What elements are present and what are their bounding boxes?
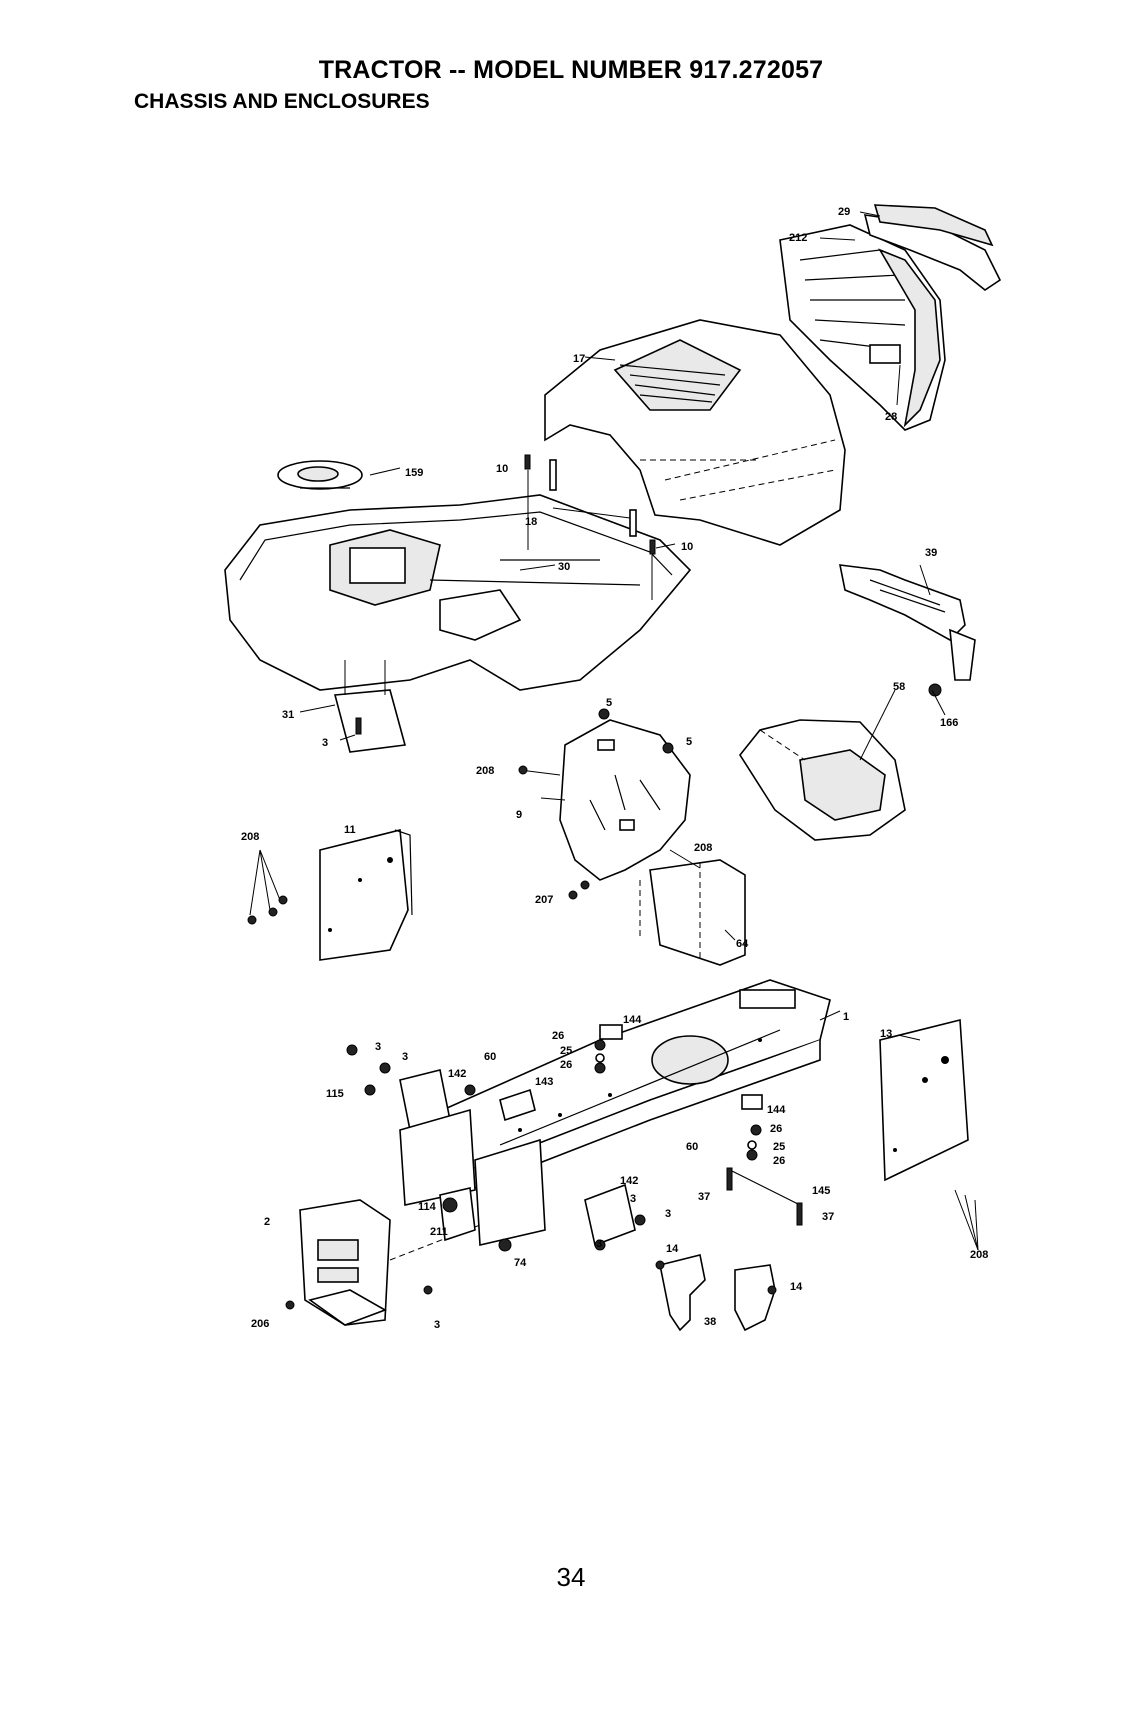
part-label-25b: 25 xyxy=(773,1141,785,1153)
part-label-37a: 37 xyxy=(698,1191,710,1203)
part-label-60a: 60 xyxy=(484,1051,496,1063)
dash-panel-part xyxy=(519,709,690,880)
part-label-144a: 144 xyxy=(623,1014,642,1026)
part-label-206: 206 xyxy=(251,1318,269,1330)
part-label-14a: 14 xyxy=(666,1243,679,1255)
part-label-208c: 208 xyxy=(241,831,259,843)
bracket-39-part xyxy=(840,565,975,696)
left-side-panel-part xyxy=(248,830,412,960)
part-label-26d: 26 xyxy=(773,1155,785,1167)
hood-part xyxy=(545,320,845,545)
part-label-5a: 5 xyxy=(606,697,612,709)
part-label-31: 31 xyxy=(282,709,294,721)
part-label-28: 28 xyxy=(885,411,897,423)
part-label-208a: 208 xyxy=(476,765,494,777)
part-label-39: 39 xyxy=(925,547,937,559)
part-label-1: 1 xyxy=(843,1011,849,1023)
part-label-60b: 60 xyxy=(686,1141,698,1153)
fender-deck-part xyxy=(225,495,690,690)
part-label-211: 211 xyxy=(430,1226,448,1238)
part-label-10b: 10 xyxy=(681,541,693,553)
part-label-58: 58 xyxy=(893,681,905,693)
page-number: 34 xyxy=(0,1562,1142,1593)
part-label-159: 159 xyxy=(405,467,423,479)
part-label-3b: 3 xyxy=(375,1041,381,1053)
part-label-13: 13 xyxy=(880,1028,892,1040)
part-label-26a: 26 xyxy=(552,1030,564,1042)
part-label-3e: 3 xyxy=(665,1208,671,1220)
part-label-37b: 37 xyxy=(822,1211,834,1223)
part-label-26b: 26 xyxy=(560,1059,572,1071)
part-label-64: 64 xyxy=(736,938,749,950)
part-label-9: 9 xyxy=(516,809,522,821)
part-label-30: 30 xyxy=(558,561,570,573)
part-label-166: 166 xyxy=(940,717,958,729)
part-label-11: 11 xyxy=(344,824,356,836)
part-label-207: 207 xyxy=(535,894,553,906)
part-label-25a: 25 xyxy=(560,1045,572,1057)
part-label-143: 143 xyxy=(535,1076,553,1088)
part-label-145: 145 xyxy=(812,1185,830,1197)
part-label-208b: 208 xyxy=(694,842,712,854)
part-label-142a: 142 xyxy=(448,1068,466,1080)
part-label-14b: 14 xyxy=(790,1281,803,1293)
part-label-3c: 3 xyxy=(402,1051,408,1063)
right-side-panel-part xyxy=(880,1020,978,1250)
part-label-74: 74 xyxy=(514,1257,527,1269)
part-label-10a: 10 xyxy=(496,463,508,475)
part-label-3a: 3 xyxy=(322,737,328,749)
part-label-115: 115 xyxy=(326,1088,344,1100)
part-label-3d: 3 xyxy=(630,1193,636,1205)
part-label-3g: 3 xyxy=(434,1319,440,1331)
cupholder-part xyxy=(278,461,362,489)
part-label-114: 114 xyxy=(418,1201,437,1213)
part-label-144b: 144 xyxy=(767,1104,786,1116)
part-label-18: 18 xyxy=(525,516,537,528)
part-label-142b: 142 xyxy=(620,1175,638,1187)
shield-58-part xyxy=(740,720,905,840)
part-label-29: 29 xyxy=(838,206,850,218)
part-label-26c: 26 xyxy=(770,1123,782,1135)
part-label-38: 38 xyxy=(704,1316,716,1328)
part-label-3f: 3 xyxy=(596,1238,602,1250)
part-label-208d: 208 xyxy=(970,1249,988,1261)
part-label-2: 2 xyxy=(264,1216,270,1228)
part-label-5b: 5 xyxy=(686,736,692,748)
tie-rod-part xyxy=(727,1168,802,1225)
part-label-212: 212 xyxy=(789,232,807,244)
part-label-17: 17 xyxy=(573,353,585,365)
